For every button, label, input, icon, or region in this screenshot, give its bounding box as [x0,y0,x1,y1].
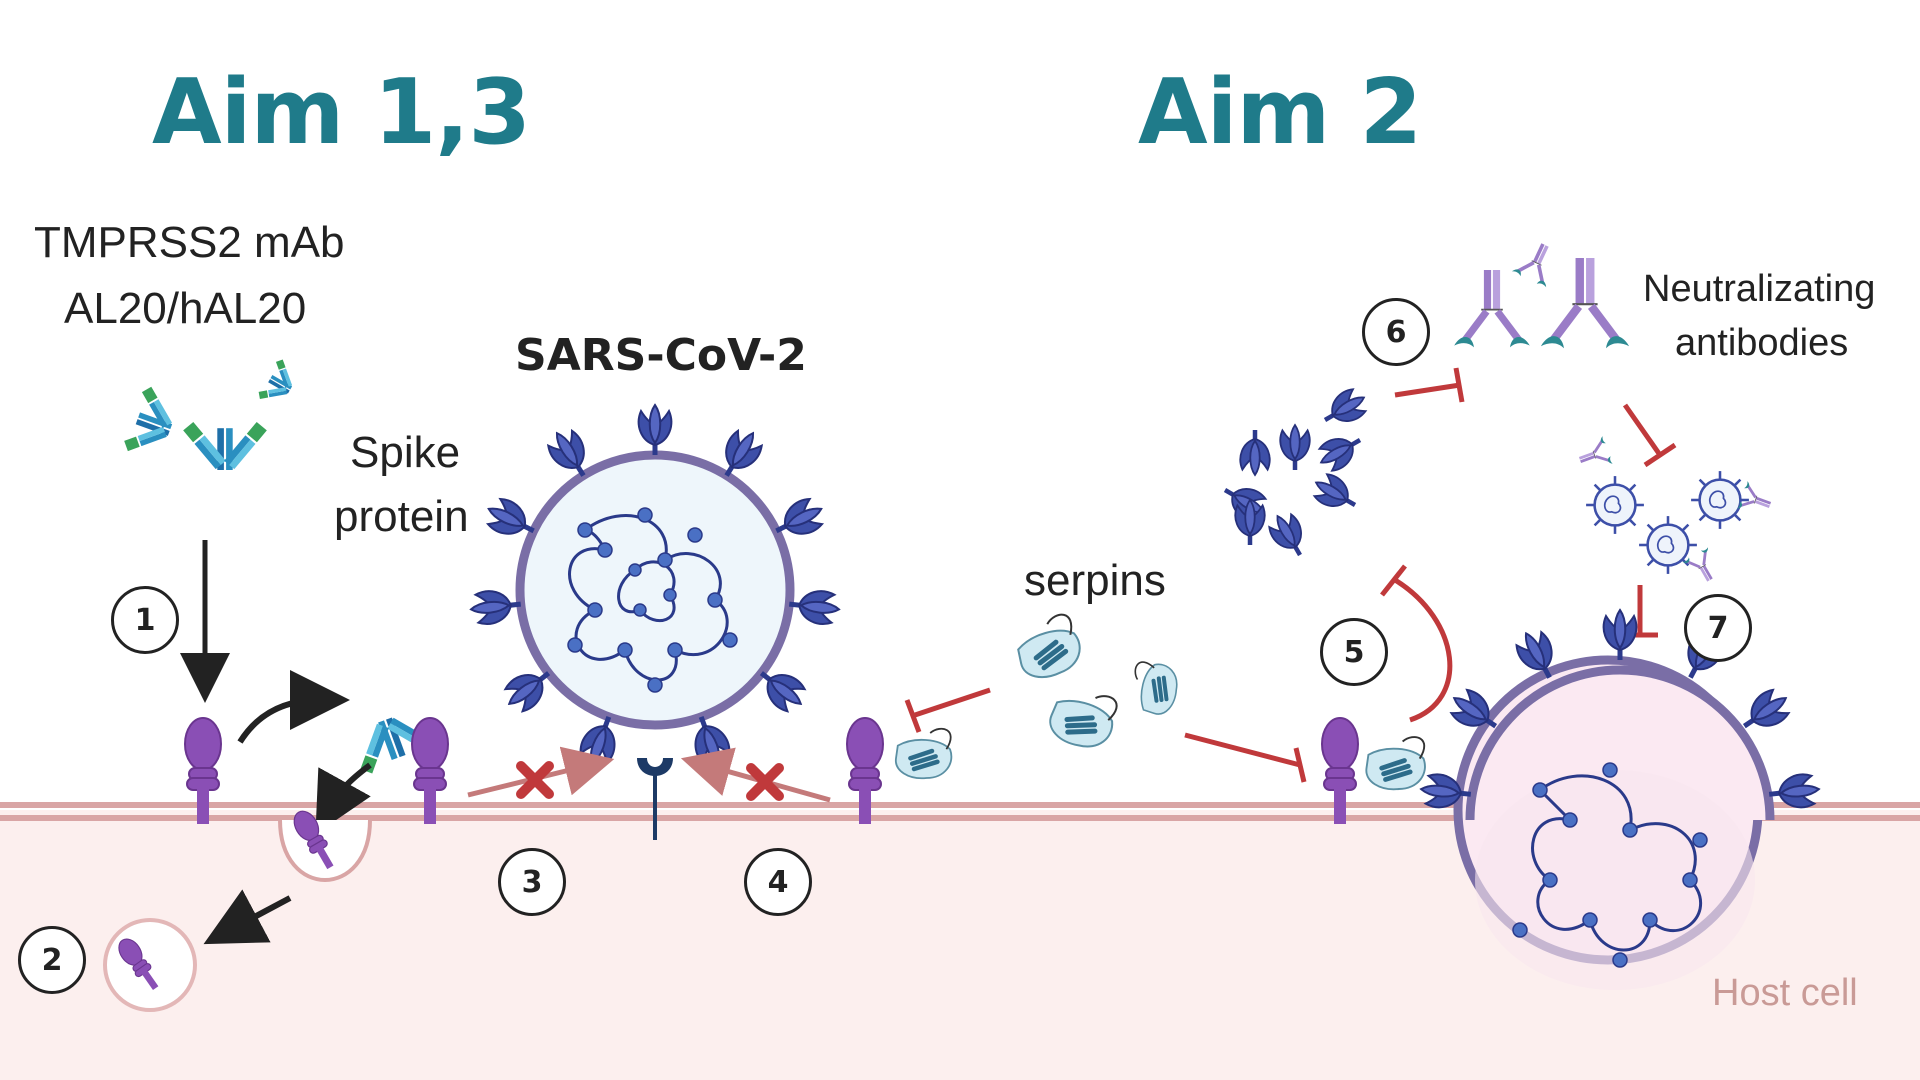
serpin-icon [1046,684,1120,753]
inhibition-arrow-icon [1184,732,1307,783]
inhibition-arrow-icon [1622,403,1677,468]
step-4-badge: 4 [744,848,812,916]
step-2-badge: 2 [18,926,86,994]
arrow-curved [315,762,372,835]
virus-label: SARS-CoV-2 [515,330,807,381]
spike-label-line1: Spike [350,428,461,477]
serpin-icon [1366,737,1425,789]
step-7-badge: 7 [1684,594,1752,662]
antibody-icon [109,352,302,470]
aim-left-heading: Aim 1,3 [152,60,531,165]
nab-label-line2: antibodies [1675,322,1849,364]
serpin-icon [1128,660,1180,716]
tmprss2-label-line2: AL20/hAL20 [64,284,307,333]
virus-icon [469,405,840,769]
aim-right-heading: Aim 2 [1138,60,1422,165]
step-3-badge: 3 [498,848,566,916]
receptor-icon [637,758,673,840]
arrow-curved [237,670,350,744]
spike-icon [1218,385,1372,563]
antibody-icon [1454,235,1629,348]
virus-icon [1573,434,1777,589]
arrow-diagonal [203,889,292,945]
serpin-icon [1010,612,1087,685]
serpin-icon [896,729,952,778]
cross-icon [746,763,784,801]
spike-label-line2: protein [334,492,469,541]
step-5-badge: 5 [1320,618,1388,686]
inhibition-arrow-icon [904,687,991,733]
receptor-icon [411,717,449,825]
receptor-icon [846,717,884,825]
nab-label-line1: Neutralizating [1643,268,1876,310]
tmprss2-label-line1: TMPRSS2 mAb [34,218,345,267]
receptor-icon [184,717,222,825]
cross-icon [516,761,554,799]
virus-icon [1419,610,1820,990]
receptor-icon [1321,717,1359,825]
inhibition-arrow-icon [1394,367,1465,403]
serpins-label: serpins [1024,556,1166,605]
step-1-badge: 1 [111,586,179,654]
inhibition-arrow-icon [1380,564,1453,723]
host-cell-label: Host cell [1712,972,1858,1014]
step-6-badge: 6 [1362,298,1430,366]
